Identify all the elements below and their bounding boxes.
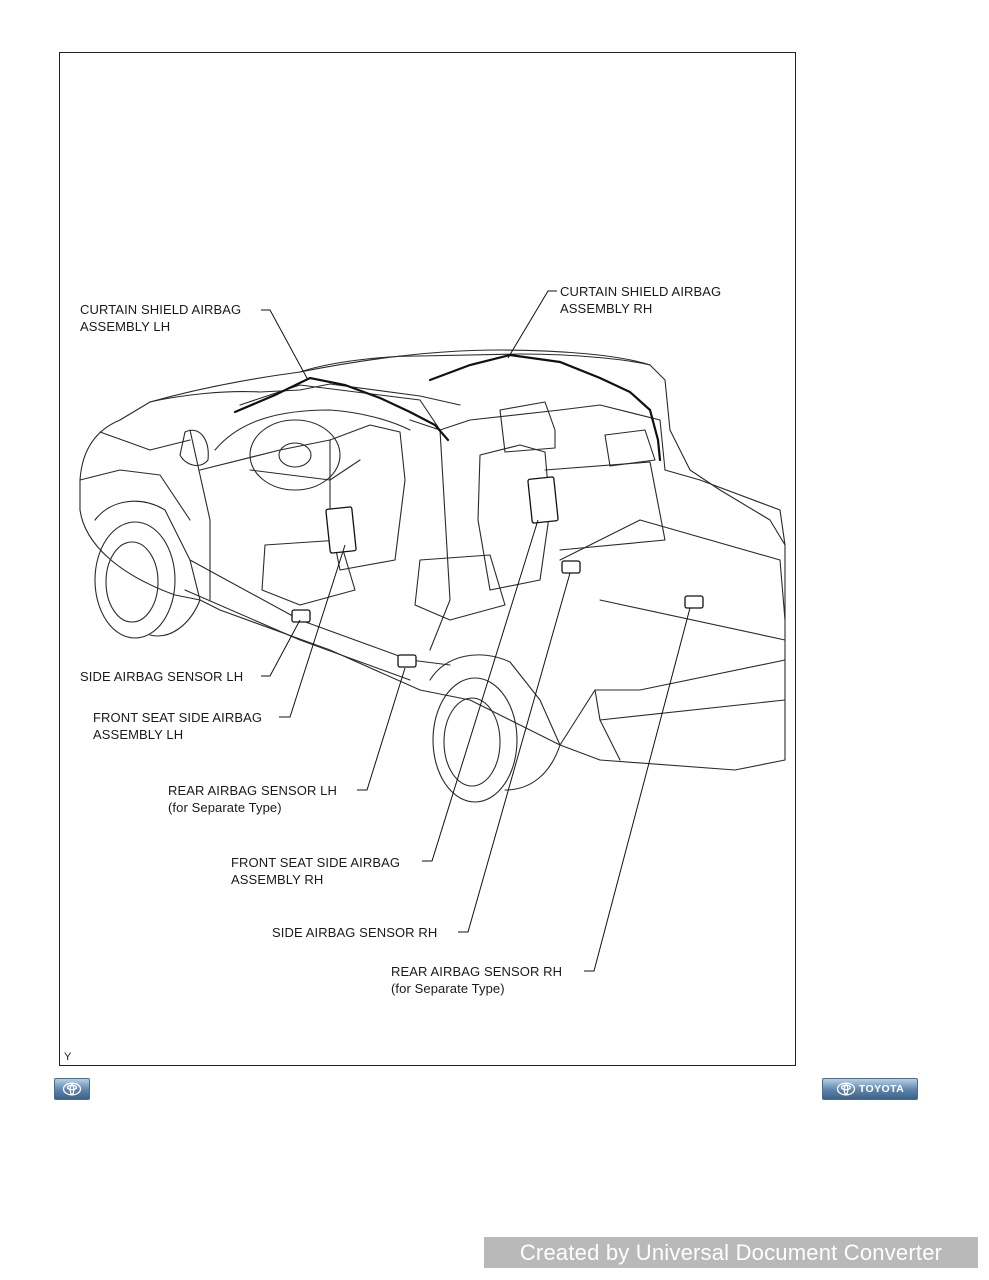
label-line: SIDE AIRBAG SENSOR RH xyxy=(272,925,438,940)
label-line: FRONT SEAT SIDE AIRBAG xyxy=(93,710,263,725)
label-rear-sensor-lh: REAR AIRBAG SENSOR LH (for Separate Type… xyxy=(168,782,337,816)
label-line: CURTAIN SHIELD AIRBAG xyxy=(560,284,722,299)
label-line: ASSEMBLY LH xyxy=(80,319,171,334)
watermark: Created by Universal Document Converter xyxy=(484,1237,978,1268)
leader-front-seat-lh xyxy=(279,544,346,718)
nav-home-label: TOYOTA xyxy=(858,1083,905,1095)
label-line: ASSEMBLY LH xyxy=(93,727,184,742)
front-seat-airbag-rh xyxy=(527,476,559,524)
label-side-sensor-rh: SIDE AIRBAG SENSOR RH xyxy=(272,924,437,941)
leader-rear-sensor-rh xyxy=(584,607,691,972)
label-line: ASSEMBLY RH xyxy=(560,301,653,316)
curtain-airbag-lh xyxy=(233,376,450,442)
leader-front-seat-rh xyxy=(422,519,539,862)
side-sensor-rh xyxy=(561,560,581,574)
label-line: CURTAIN SHIELD AIRBAG xyxy=(80,302,242,317)
nav-back-button[interactable] xyxy=(54,1078,90,1100)
label-curtain-airbag-lh: CURTAIN SHIELD AIRBAG ASSEMBLY LH xyxy=(80,301,241,335)
label-line: (for Separate Type) xyxy=(391,981,505,996)
leader-curtain-lh xyxy=(261,309,309,381)
leader-rear-sensor-lh xyxy=(357,667,406,791)
nav-home-button[interactable]: TOYOTA xyxy=(822,1078,918,1100)
label-front-seat-airbag-lh: FRONT SEAT SIDE AIRBAG ASSEMBLY LH xyxy=(93,709,262,743)
toyota-emblem-icon xyxy=(836,1082,856,1096)
label-line: REAR AIRBAG SENSOR RH xyxy=(391,964,563,979)
rear-sensor-rh xyxy=(684,595,704,609)
leader-curtain-rh xyxy=(507,290,557,359)
leader-side-sensor-lh xyxy=(261,619,301,677)
rear-sensor-lh xyxy=(397,654,417,668)
label-side-sensor-lh: SIDE AIRBAG SENSOR LH xyxy=(80,668,243,685)
figure-frame xyxy=(59,52,796,1066)
label-line: SIDE AIRBAG SENSOR LH xyxy=(80,669,244,684)
toyota-emblem-icon xyxy=(62,1082,82,1096)
label-line: (for Separate Type) xyxy=(168,800,282,815)
leader-side-sensor-rh xyxy=(458,572,571,933)
figure-code: Y xyxy=(64,1051,72,1063)
label-curtain-airbag-rh: CURTAIN SHIELD AIRBAG ASSEMBLY RH xyxy=(560,283,721,317)
label-rear-sensor-rh: REAR AIRBAG SENSOR RH (for Separate Type… xyxy=(391,963,562,997)
label-line: REAR AIRBAG SENSOR LH xyxy=(168,783,337,798)
truck-body-outline xyxy=(79,349,786,771)
front-seat-airbag-lh xyxy=(325,506,357,554)
front-seat-rh xyxy=(477,444,551,591)
side-sensor-lh xyxy=(291,609,311,623)
curtain-airbag-rh xyxy=(428,353,662,462)
label-line: FRONT SEAT SIDE AIRBAG xyxy=(231,855,401,870)
label-front-seat-airbag-rh: FRONT SEAT SIDE AIRBAG ASSEMBLY RH xyxy=(231,854,400,888)
label-line: ASSEMBLY RH xyxy=(231,872,324,887)
